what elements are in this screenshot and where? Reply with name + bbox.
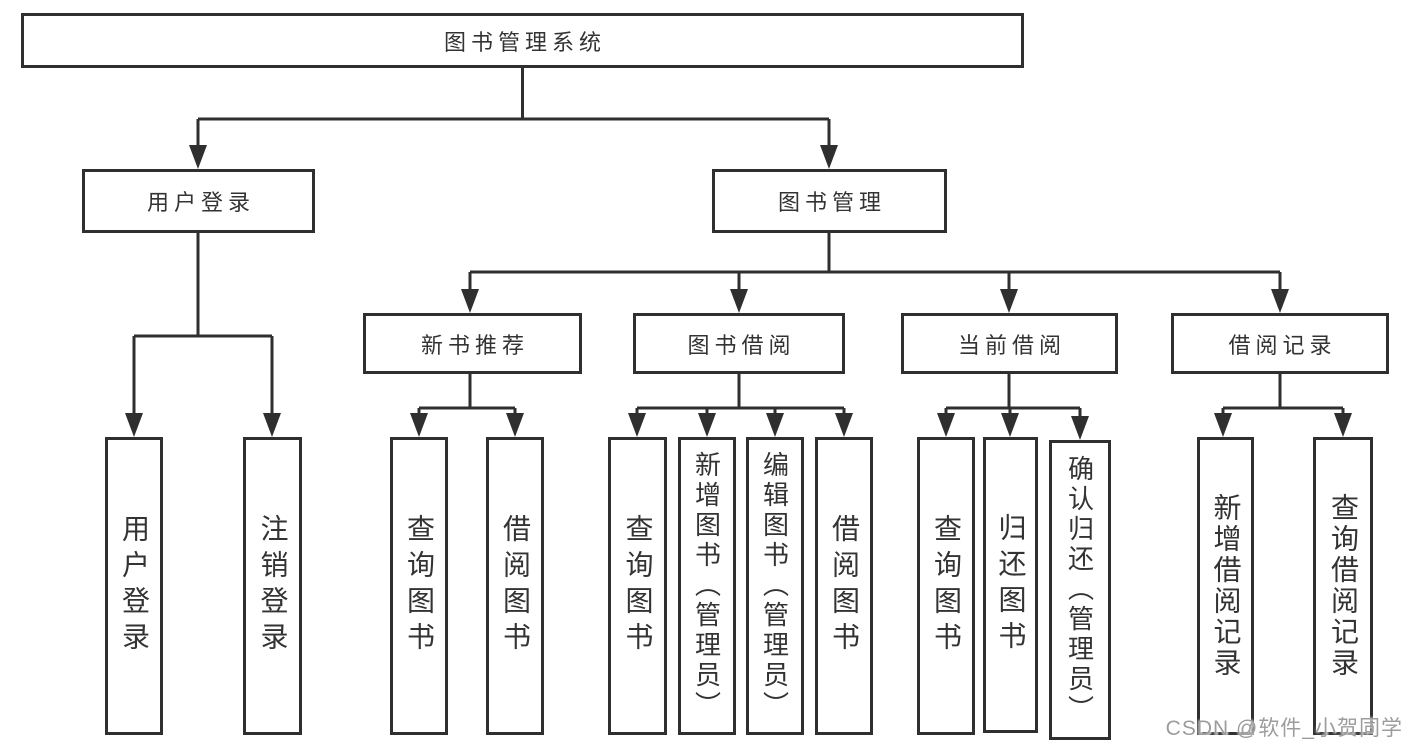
leaf-add-book-admin-label: 新增图书（管理员） xyxy=(691,451,722,721)
node-new-book-recommend-label: 新书推荐 xyxy=(420,332,529,358)
leaf-confirm-return-admin: 确认归还（管理员） xyxy=(1049,440,1111,740)
node-book-management: 图书管理 xyxy=(712,169,947,233)
node-current-borrow-label: 当前借阅 xyxy=(957,332,1066,358)
leaf-query-borrow-record: 查询借阅记录 xyxy=(1313,437,1373,735)
node-borrow-records-label: 借阅记录 xyxy=(1228,332,1337,358)
node-book-borrow: 图书借阅 xyxy=(633,313,845,374)
leaf-user-login: 用户登录 xyxy=(105,437,163,735)
node-book-management-label: 图书管理 xyxy=(777,190,886,215)
leaf-borrow-book-1: 借阅图书 xyxy=(486,437,544,735)
leaf-borrow-book-2: 借阅图书 xyxy=(815,437,873,735)
leaf-query-book-2: 查询图书 xyxy=(608,437,667,735)
leaf-query-book-3-label: 查询图书 xyxy=(931,514,962,658)
leaf-add-book-admin: 新增图书（管理员） xyxy=(678,437,736,735)
leaf-edit-book-admin: 编辑图书（管理员） xyxy=(746,437,804,735)
node-library-system: 图书管理系统 xyxy=(21,13,1024,68)
leaf-return-book: 归还图书 xyxy=(983,437,1038,733)
node-user-login: 用户登录 xyxy=(82,169,315,233)
leaf-logout-login-label: 注销登录 xyxy=(257,514,289,658)
leaf-confirm-return-admin-label: 确认归还（管理员） xyxy=(1064,455,1095,725)
node-user-login-label: 用户登录 xyxy=(146,190,255,215)
node-library-system-label: 图书管理系统 xyxy=(443,29,606,55)
leaf-borrow-book-1-label: 借阅图书 xyxy=(500,514,531,658)
leaf-user-login-label: 用户登录 xyxy=(119,514,150,658)
leaf-add-borrow-record-label: 新增借阅记录 xyxy=(1210,493,1242,679)
connector-segments xyxy=(132,68,1345,421)
watermark: CSDN @软件_小贺同学 xyxy=(1165,717,1403,740)
arrowheads xyxy=(125,145,1352,440)
leaf-add-borrow-record: 新增借阅记录 xyxy=(1197,437,1254,735)
leaf-borrow-book-2-label: 借阅图书 xyxy=(829,514,860,658)
leaf-query-book-1: 查询图书 xyxy=(390,437,448,735)
leaf-query-book-2-label: 查询图书 xyxy=(622,514,654,658)
leaf-query-borrow-record-label: 查询借阅记录 xyxy=(1328,493,1359,679)
leaf-query-book-1-label: 查询图书 xyxy=(404,514,435,658)
leaf-logout-login: 注销登录 xyxy=(243,437,302,735)
node-new-book-recommend: 新书推荐 xyxy=(363,313,582,374)
leaf-return-book-label: 归还图书 xyxy=(995,513,1027,657)
leaf-edit-book-admin-label: 编辑图书（管理员） xyxy=(759,451,790,721)
node-current-borrow: 当前借阅 xyxy=(901,313,1118,374)
leaf-query-book-3: 查询图书 xyxy=(917,437,975,735)
node-book-borrow-label: 图书借阅 xyxy=(687,332,796,358)
node-borrow-records: 借阅记录 xyxy=(1171,313,1389,374)
